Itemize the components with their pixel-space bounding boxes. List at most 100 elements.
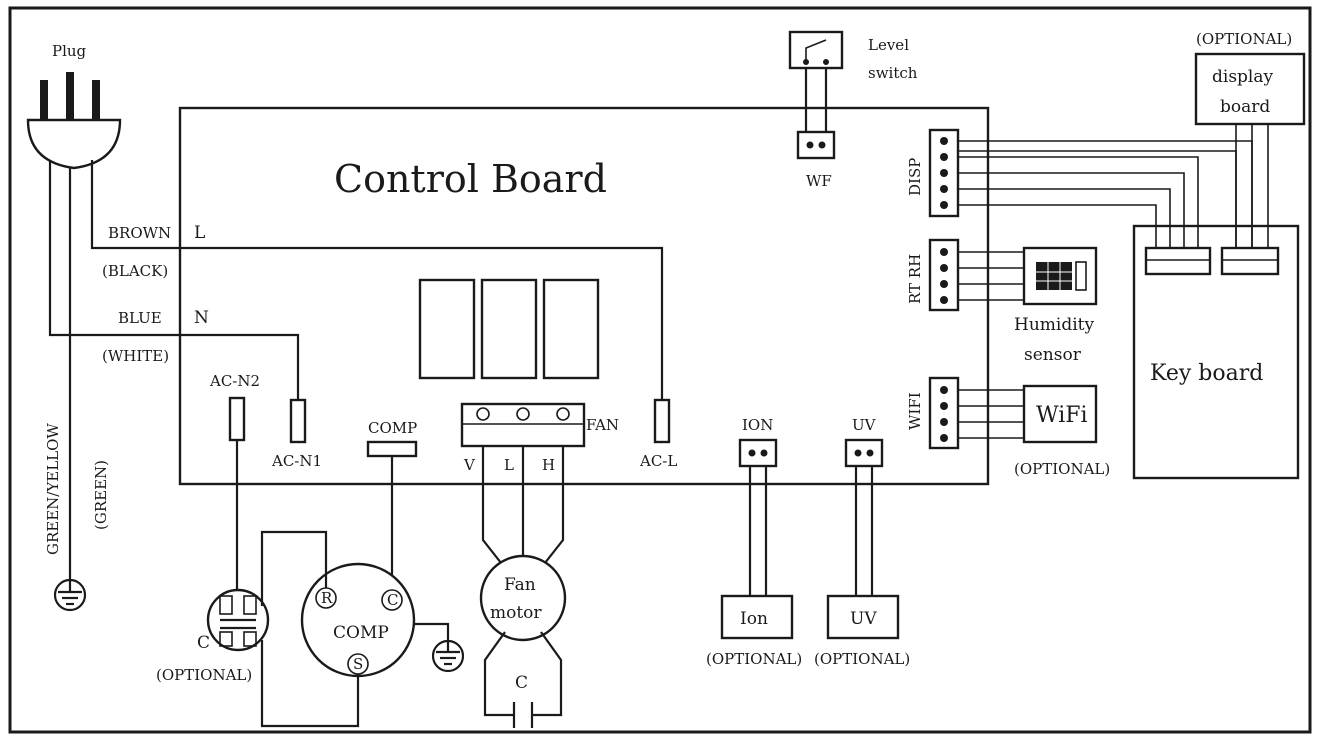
label-comp-s: S xyxy=(353,655,363,673)
label-ac-l: AC-L xyxy=(639,452,677,470)
label-blue: BLUE xyxy=(118,309,162,327)
label-level-1: Level xyxy=(868,36,909,54)
fan-pin-v xyxy=(476,407,490,421)
control-board xyxy=(178,106,990,486)
rtrh-pin-1 xyxy=(940,248,948,256)
fan-pin-l xyxy=(516,407,530,421)
uv-pin-2 xyxy=(866,449,874,457)
wifi-pin-1 xyxy=(940,386,948,394)
label-key-board: Key board xyxy=(1150,361,1263,386)
label-fan-cap: C xyxy=(515,673,528,693)
uv-pin-1 xyxy=(854,449,862,457)
label-wifi-connector: WIFI xyxy=(906,392,924,430)
disp-pin-5 xyxy=(940,201,948,209)
label-green-yellow: GREEN/YELLOW xyxy=(44,423,62,555)
rtrh-pin-2 xyxy=(940,264,948,272)
label-humidity-1: Humidity xyxy=(1014,315,1094,335)
label-brown: BROWN xyxy=(108,224,171,242)
label-ion-module: Ion xyxy=(740,609,768,629)
label-fan-l: L xyxy=(504,456,514,474)
label-uv-connector: UV xyxy=(852,416,877,434)
label-n-terminal: N xyxy=(194,308,209,328)
connector-ac-n2 xyxy=(228,396,246,442)
wf-pin-2 xyxy=(818,141,826,149)
label-optional-ion: (OPTIONAL) xyxy=(706,650,802,668)
label-optional-display: (OPTIONAL) xyxy=(1196,30,1292,48)
connector-wf xyxy=(796,130,836,160)
ground-icon xyxy=(53,578,87,612)
disp-pin-3 xyxy=(940,169,948,177)
comp-terminal-c xyxy=(381,589,403,611)
label-comp-c: C xyxy=(387,591,398,609)
label-wifi-module: WiFi xyxy=(1036,403,1088,428)
label-comp-body: COMP xyxy=(333,623,389,643)
connector-ion xyxy=(738,438,778,468)
start-capacitor-pin-4 xyxy=(243,631,257,647)
label-cap-c: C xyxy=(197,633,210,653)
label-green: (GREEN) xyxy=(92,460,110,530)
level-switch xyxy=(788,30,844,70)
start-capacitor-pin-1 xyxy=(219,595,233,615)
keyboard-connector-2 xyxy=(1220,246,1280,276)
label-fan-h: H xyxy=(542,456,555,474)
label-ac-n1: AC-N1 xyxy=(271,452,322,470)
fan-pin-h xyxy=(556,407,570,421)
label-wf: WF xyxy=(806,172,832,190)
label-comp-connector: COMP xyxy=(368,419,417,437)
uv-module xyxy=(826,594,900,640)
display-board xyxy=(1194,52,1306,126)
wires-wifi xyxy=(958,389,1024,439)
ion-pin-1 xyxy=(748,449,756,457)
label-ion-connector: ION xyxy=(742,416,773,434)
plug: Plug xyxy=(26,42,122,170)
fan-motor xyxy=(479,554,567,642)
wire-fan-v xyxy=(481,446,506,569)
connector-comp xyxy=(366,440,418,458)
plug-prong-right xyxy=(92,80,100,120)
wifi-module xyxy=(1022,384,1098,444)
wire-comp-ground xyxy=(414,622,450,640)
diagram-frame xyxy=(8,6,1312,734)
label-comp-r: R xyxy=(321,589,333,607)
label-disp: DISP xyxy=(906,158,924,196)
wire-fan-cap-1 xyxy=(483,631,514,717)
label-humidity-2: sensor xyxy=(1024,345,1082,365)
start-capacitor-pin-2 xyxy=(243,595,257,615)
plug-prong-center xyxy=(66,72,74,120)
connector-uv xyxy=(844,438,884,468)
label-rt-rh: RT RH xyxy=(906,254,924,304)
wf-pin-1 xyxy=(806,141,814,149)
fan-capacitor-icon xyxy=(512,702,534,728)
relay-2 xyxy=(480,278,538,380)
control-board-title: Control Board xyxy=(334,157,607,201)
rtrh-pin-4 xyxy=(940,296,948,304)
ion-pin-2 xyxy=(760,449,768,457)
wifi-pin-3 xyxy=(940,418,948,426)
wifi-pin-2 xyxy=(940,402,948,410)
ion-module xyxy=(720,594,794,640)
label-ac-n2: AC-N2 xyxy=(209,372,260,390)
wires-rt-rh xyxy=(958,251,1024,301)
humidity-sensor-icon xyxy=(1036,261,1087,291)
wifi-pin-4 xyxy=(940,434,948,442)
wire-blue-n xyxy=(48,160,300,400)
relay-1 xyxy=(418,278,476,380)
label-fan-motor-1: Fan xyxy=(504,575,536,595)
wires-disp xyxy=(958,124,1269,248)
label-uv-module: UV xyxy=(850,609,877,629)
connector-ac-n1 xyxy=(289,398,307,444)
comp-ground-icon xyxy=(431,639,465,673)
disp-pin-1 xyxy=(940,137,948,145)
rtrh-pin-3 xyxy=(940,280,948,288)
key-board xyxy=(1132,224,1300,480)
plug-label: Plug xyxy=(52,42,87,60)
keyboard-connector-1 xyxy=(1144,246,1212,276)
label-display-board-1: display xyxy=(1212,67,1273,87)
label-fan-v: V xyxy=(463,456,476,474)
connector-fan xyxy=(460,402,586,448)
label-level-2: switch xyxy=(868,64,918,82)
disp-pin-4 xyxy=(940,185,948,193)
label-optional-cap: (OPTIONAL) xyxy=(156,666,252,684)
label-white: (WHITE) xyxy=(102,347,169,365)
label-optional-wifi: (OPTIONAL) xyxy=(1014,460,1110,478)
